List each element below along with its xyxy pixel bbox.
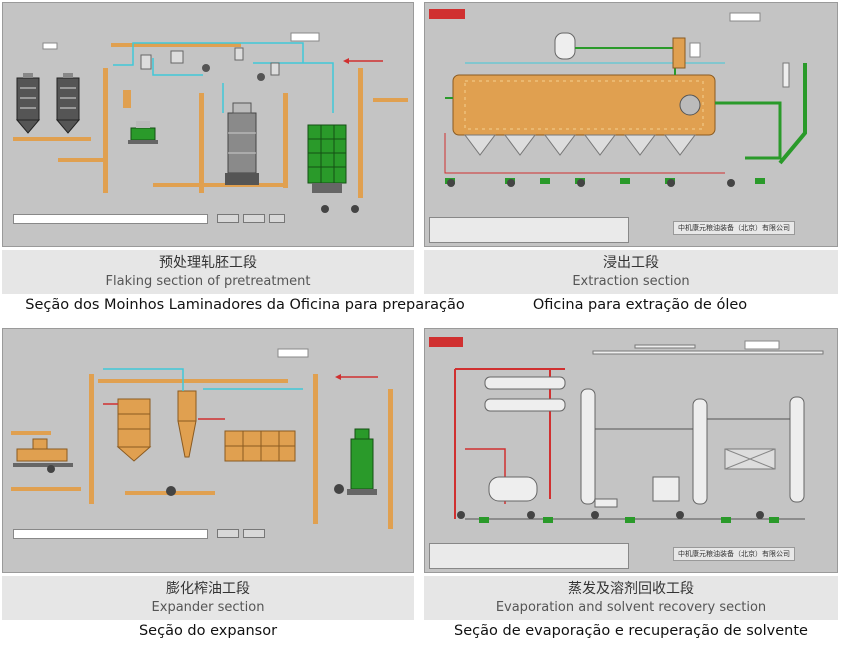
evaporator-column-2 — [692, 398, 708, 505]
extraction-process-diagram — [429, 9, 807, 187]
pump-row — [445, 178, 765, 184]
control-button[interactable] — [217, 529, 239, 538]
caption-zh: 预处理轧胚工段 — [159, 255, 257, 271]
status-bar-expander — [13, 529, 208, 539]
control-button[interactable] — [269, 214, 285, 223]
control-buttons-expander — [217, 529, 265, 538]
caption-zh: 蒸发及溶剂回收工段 — [568, 581, 694, 597]
evaporation-process-diagram — [429, 337, 824, 523]
cyclone — [177, 390, 197, 458]
caption-zh: 浸出工段 — [603, 255, 659, 271]
caption-box-pretreatment: 预处理轧胚工段 Flaking section of pretreatment — [2, 250, 414, 294]
stripper-column — [789, 396, 805, 503]
control-button[interactable] — [217, 214, 239, 223]
caption-pt-pretreatment: Seção dos Moinhos Laminadores da Oficina… — [25, 297, 465, 313]
extractor-vessel — [452, 74, 716, 156]
flaking-mill-green — [128, 121, 158, 144]
company-label: 中机康元粮油装备（北京）有限公司 — [673, 547, 795, 561]
extraction-scada-screen: 中机康元粮油装备（北京）有限公司 — [424, 2, 838, 247]
caption-en: Expander section — [151, 600, 265, 615]
expander-scada-screen — [2, 328, 414, 573]
caption-pt-evaporation: Seção de evaporação e recuperação de sol… — [454, 623, 808, 639]
status-table-extraction — [429, 217, 629, 243]
expander-machine — [13, 438, 73, 473]
pretreatment-scada-screen — [2, 2, 414, 247]
caption-pt-extraction: Oficina para extração de óleo — [532, 297, 748, 313]
conditioner-vessel — [116, 398, 152, 462]
silo-left — [15, 73, 41, 134]
horizontal-tank — [488, 476, 538, 502]
silo-right — [55, 73, 81, 134]
status-table-evaporation — [429, 543, 629, 569]
company-label: 中机康元粮油装备（北京）有限公司 — [673, 221, 795, 235]
conditioner-tower — [225, 102, 259, 185]
caption-box-expander: 膨化榨油工段 Expander section — [2, 576, 414, 620]
evaporator-column-1 — [580, 388, 596, 505]
caption-en: Evaporation and solvent recovery section — [495, 600, 767, 615]
screw-press-green — [347, 428, 377, 495]
dryer-cooler — [224, 430, 296, 462]
control-button[interactable] — [243, 214, 265, 223]
status-bar-pretreatment — [13, 214, 208, 224]
pretreatment-process-diagram — [13, 32, 408, 213]
cooker-green — [307, 124, 347, 193]
caption-en: Extraction section — [572, 274, 690, 289]
expander-process-diagram — [11, 348, 393, 529]
control-button[interactable] — [243, 529, 265, 538]
caption-pt-expander: Seção do expansor — [138, 623, 278, 639]
caption-box-evaporation: 蒸发及溶剂回收工段 Evaporation and solvent recove… — [424, 576, 838, 620]
evaporation-scada-screen: 中机康元粮油装备（北京）有限公司 — [424, 328, 838, 573]
control-buttons-pretreatment — [217, 214, 285, 223]
caption-box-extraction: 浸出工段 Extraction section — [424, 250, 838, 294]
caption-en: Flaking section of pretreatment — [105, 274, 311, 289]
caption-zh: 膨化榨油工段 — [166, 581, 250, 597]
